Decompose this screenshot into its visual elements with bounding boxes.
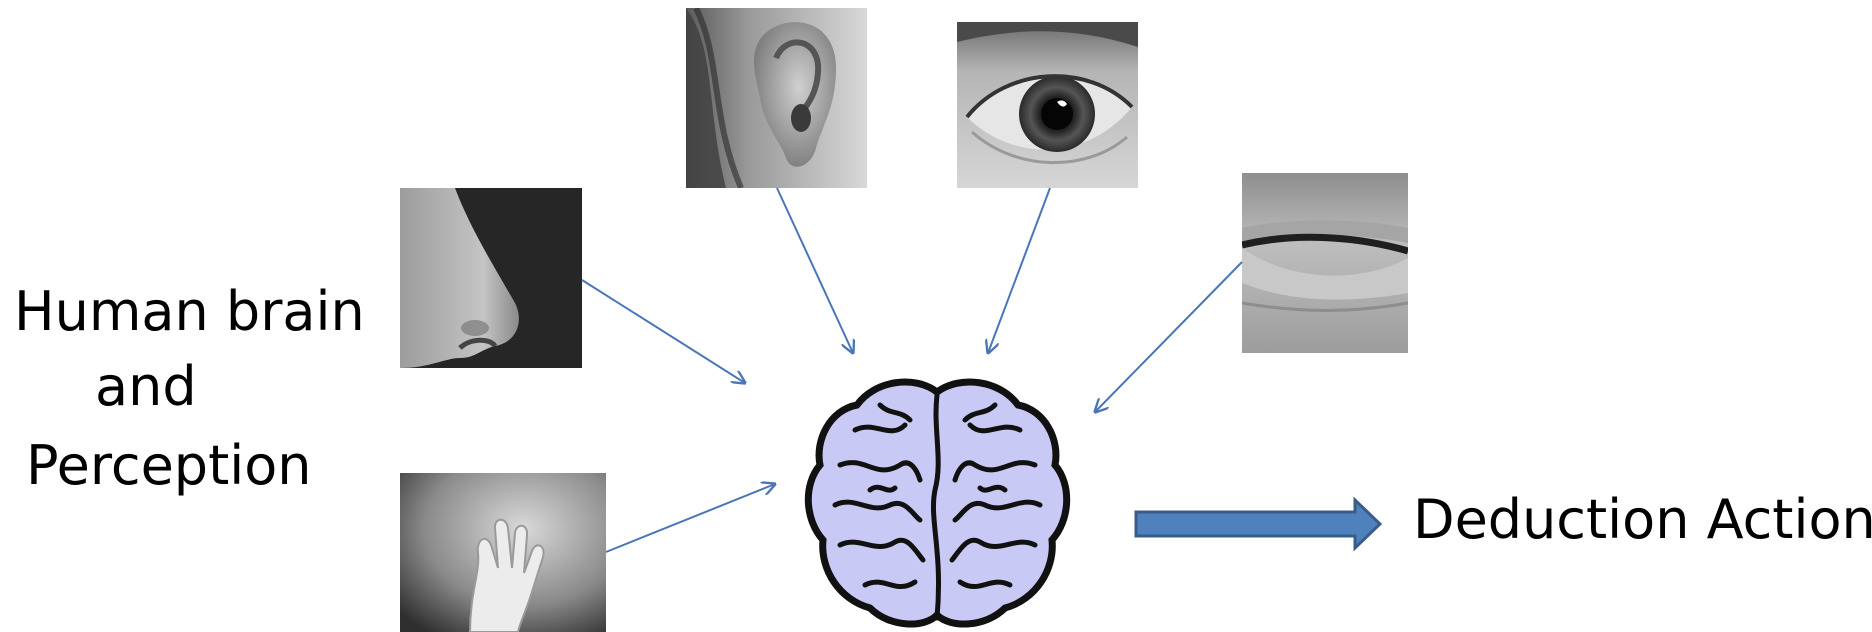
nose-to-brain-arrow [582, 280, 745, 383]
deduction-action-label: Deduction Action [1413, 488, 1872, 552]
eye-to-brain-arrow [988, 188, 1050, 353]
output-arrow [1136, 500, 1380, 548]
ear-photo [686, 8, 867, 188]
brain-icon [795, 370, 1080, 632]
eye-icon [957, 22, 1138, 188]
ear-icon [686, 8, 867, 188]
mouth-icon [1242, 173, 1408, 353]
hand-icon [400, 473, 606, 632]
nose-photo [400, 188, 582, 368]
title-line-2: and [95, 355, 197, 419]
mouth-to-brain-arrow [1095, 262, 1242, 412]
title-line-1: Human brain [14, 280, 365, 344]
ear-to-brain-arrow [777, 188, 853, 353]
title-line-3: Perception [26, 434, 312, 498]
hand-photo [400, 473, 606, 632]
nose-icon [400, 188, 582, 368]
mouth-photo [1242, 173, 1408, 353]
hand-to-brain-arrow [606, 484, 775, 552]
brain-illustration [795, 370, 1080, 632]
eye-photo [957, 22, 1138, 188]
